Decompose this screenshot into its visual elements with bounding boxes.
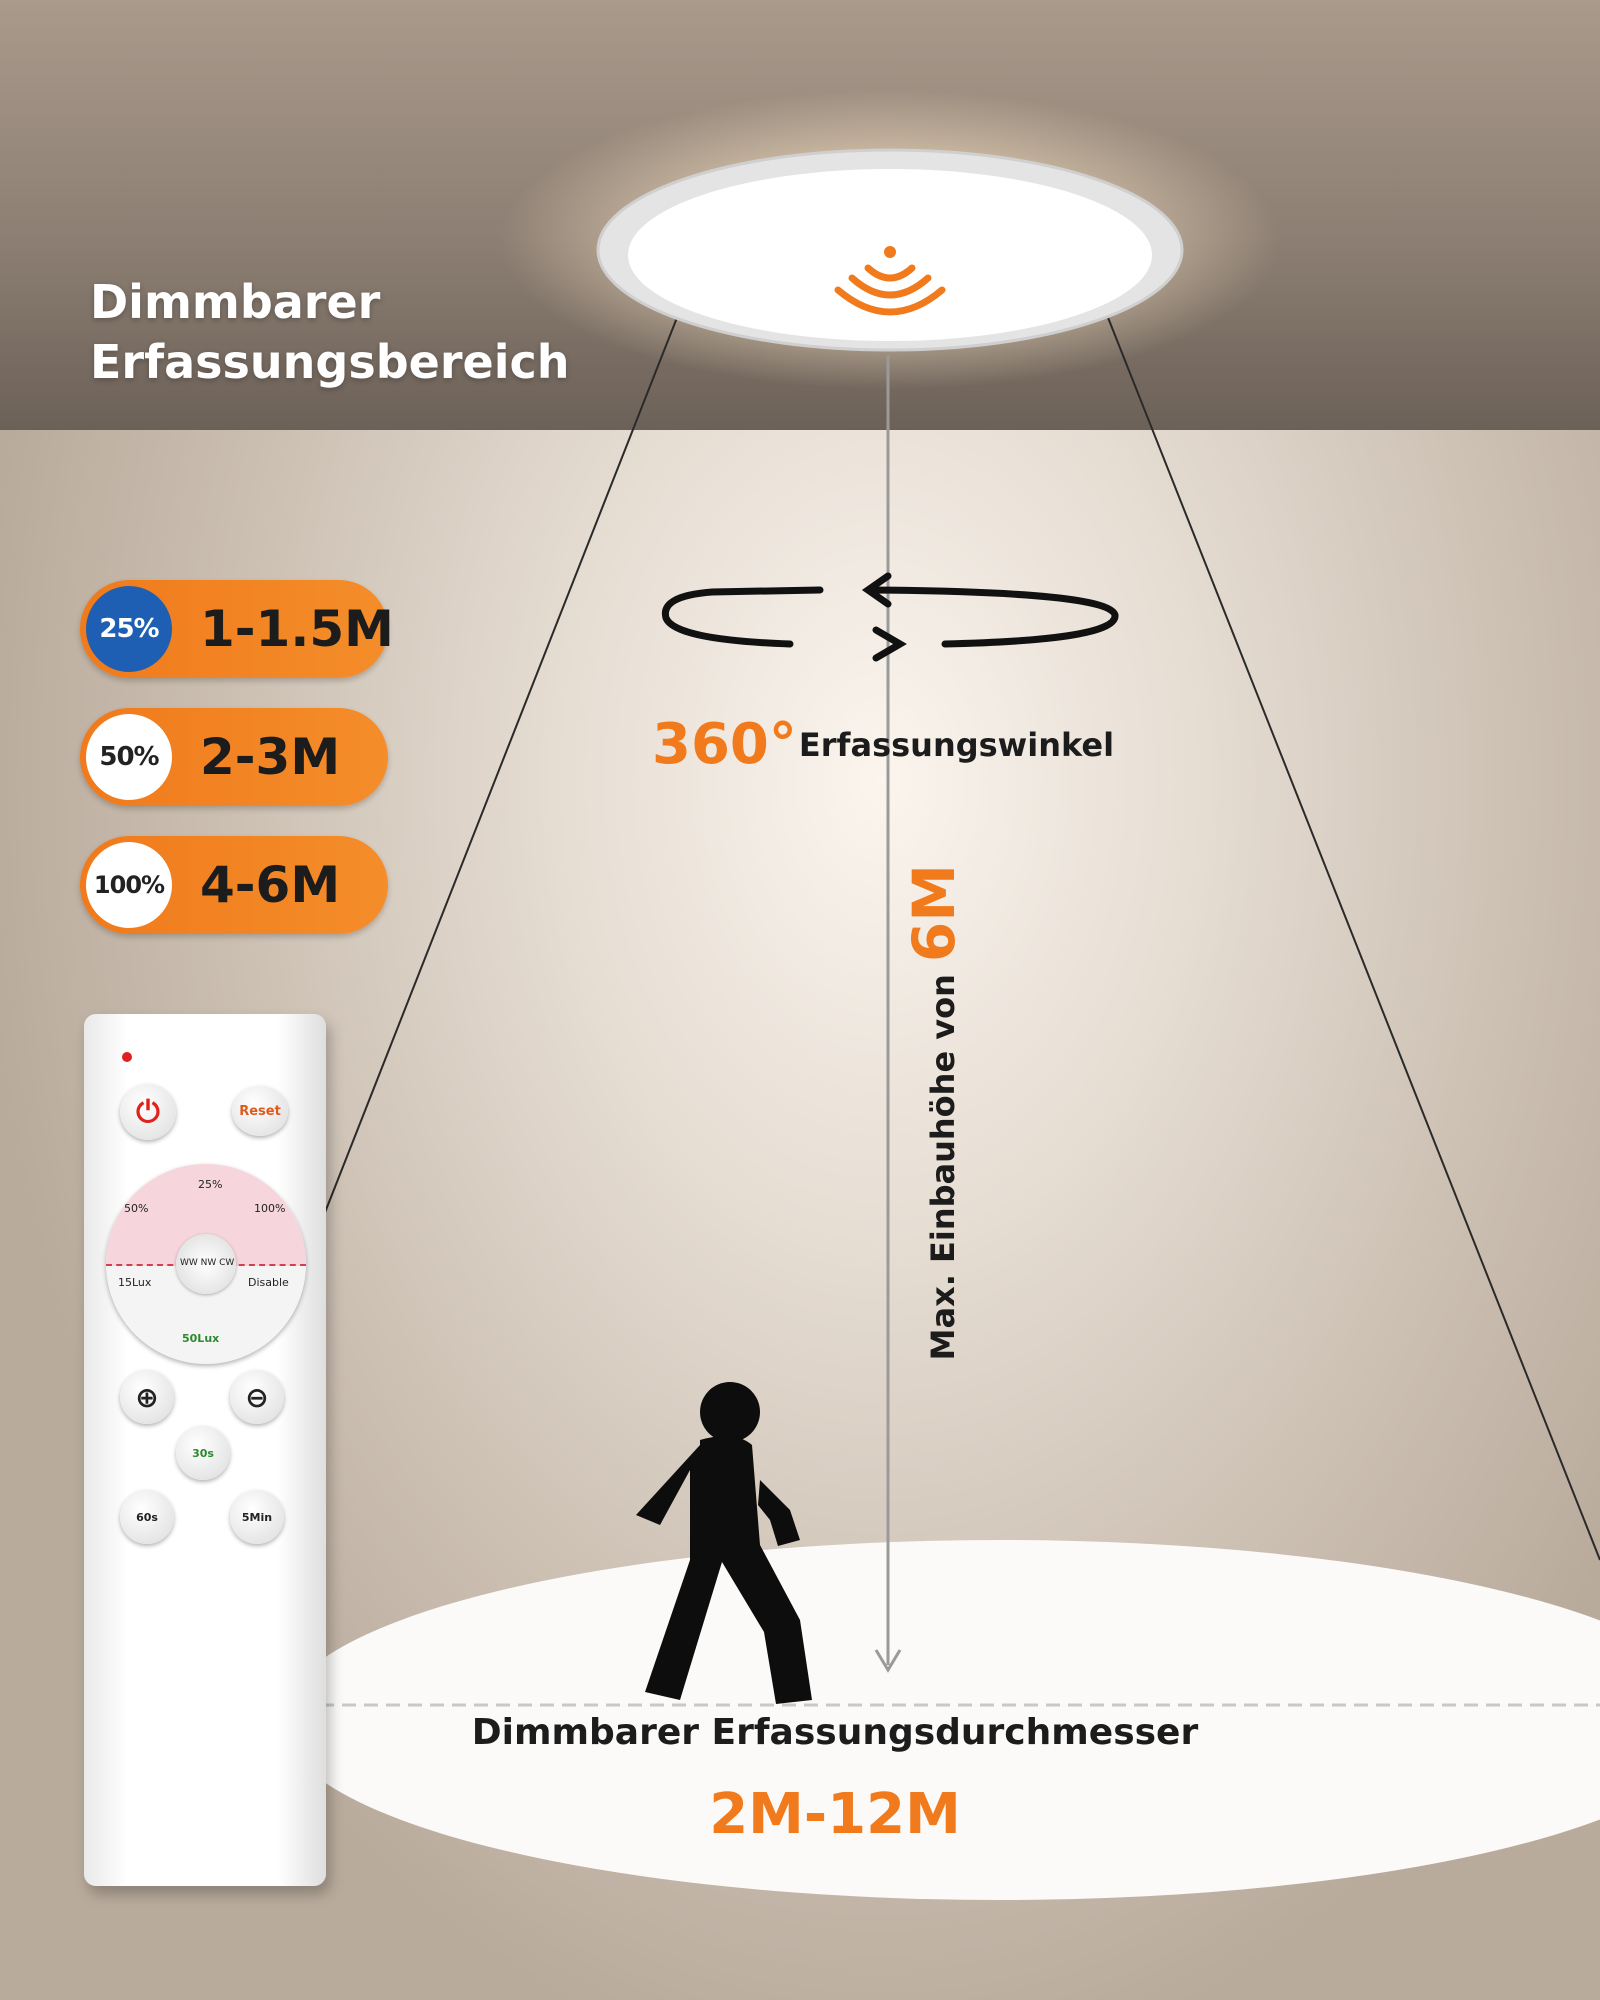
dial-50-label[interactable]: 50% (124, 1202, 149, 1215)
brightness-up-button[interactable]: ⊕ (120, 1370, 174, 1424)
power-icon: ⏻ (136, 1094, 160, 1130)
timer-60s-button[interactable]: 60s (120, 1490, 174, 1544)
mounting-height: Max. Einbauhöhe von 6M (900, 864, 968, 1364)
dial-25-label[interactable]: 25% (198, 1178, 223, 1191)
height-arrow-head (874, 1649, 902, 1673)
motion-sensor-icon (834, 246, 946, 316)
power-button[interactable]: ⏻ (120, 1084, 176, 1140)
timer-5min-button[interactable]: 5Min (230, 1490, 284, 1544)
detection-line-right (1104, 309, 1600, 1561)
dial-100-label[interactable]: 100% (254, 1202, 286, 1215)
remote-led (122, 1052, 132, 1062)
sensitivity-range: 4-6M (200, 856, 341, 914)
detection-angle: 360°Erfassungswinkel (652, 712, 1114, 777)
sensitivity-badge: 100% (86, 842, 172, 928)
height-label: Max. Einbauhöhe von (924, 974, 962, 1361)
color-temperature-label: WW NW CW (180, 1258, 235, 1268)
headline-line-2: Erfassungsbereich (90, 335, 570, 389)
sensitivity-range: 2-3M (200, 728, 341, 786)
brightness-up-icon: ⊕ (135, 1380, 159, 1414)
sensitivity-badge: 25% (86, 586, 172, 672)
sensitivity-pill-100: 100% 4-6M (80, 836, 388, 934)
angle-value: 360° (652, 712, 797, 777)
floor-light-area (280, 1540, 1600, 1900)
height-value: 6M (900, 864, 968, 963)
sensitivity-badge: 50% (86, 714, 172, 800)
headline: Dimmbarer Erfassungsbereich (90, 272, 570, 392)
dial-15lux-label[interactable]: 15Lux (118, 1276, 152, 1289)
timer-30s-button[interactable]: 30s (176, 1426, 230, 1480)
diameter-label: Dimmbarer Erfassungsdurchmesser (471, 1712, 1199, 1753)
mode-dial: 25% 50% 100% WW NW CW 15Lux Disable 50Lu… (106, 1164, 306, 1364)
brightness-down-button[interactable]: ⊖ (230, 1370, 284, 1424)
dial-disable-label[interactable]: Disable (248, 1276, 289, 1289)
dial-50lux-label[interactable]: 50Lux (182, 1332, 220, 1345)
sensitivity-range: 1-1.5M (200, 600, 394, 658)
sensitivity-pill-50: 50% 2-3M (80, 708, 388, 806)
sensitivity-pill-25: 25% 1-1.5M (80, 580, 394, 678)
remote-control: ⏻ Reset 25% 50% 100% WW NW CW 15Lux Disa… (84, 1014, 326, 1886)
reset-button[interactable]: Reset (232, 1086, 288, 1136)
detection-line-left (321, 309, 681, 1221)
diameter-value: 2M-12M (709, 1782, 961, 1847)
color-temperature-button[interactable] (176, 1234, 236, 1294)
brightness-down-icon: ⊖ (245, 1380, 269, 1414)
angle-label: Erfassungswinkel (798, 725, 1115, 764)
rotation-arrows-icon (661, 572, 1119, 662)
walking-person-icon (636, 1382, 812, 1704)
headline-line-1: Dimmbarer (90, 275, 381, 329)
